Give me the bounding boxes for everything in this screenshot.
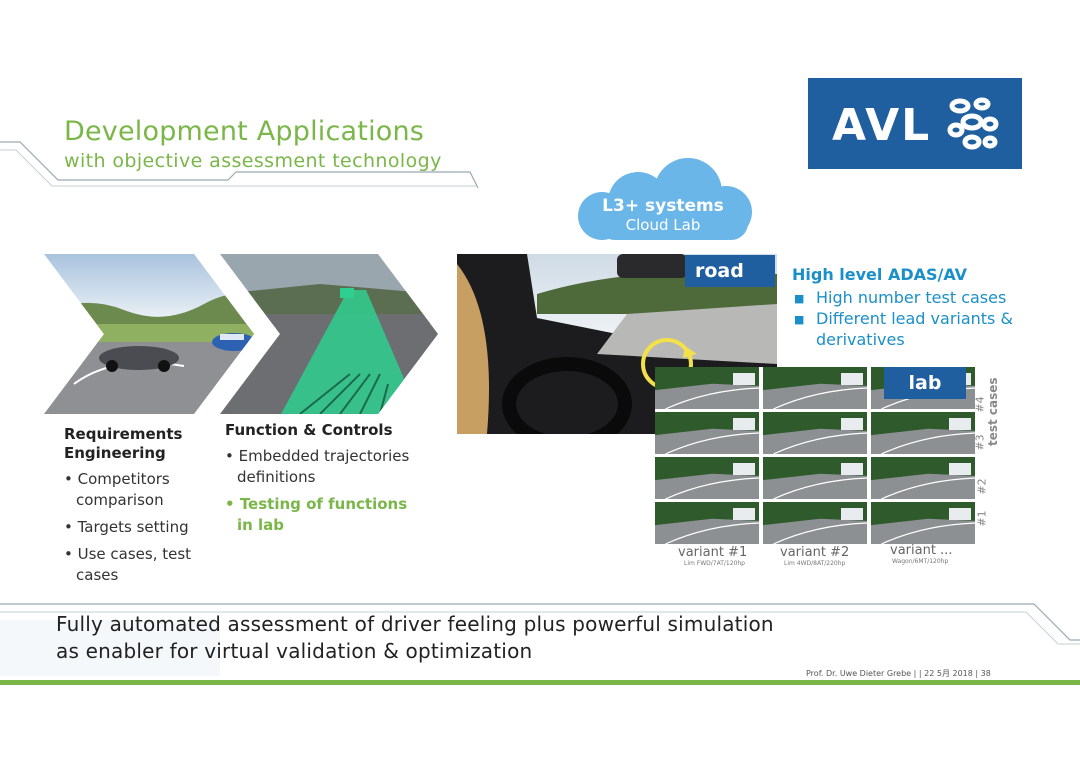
requirements-heading-line2: Engineering bbox=[64, 444, 166, 462]
variant-2-label: variant #2 bbox=[780, 545, 850, 560]
list-item: ■High number test cases bbox=[794, 288, 1007, 307]
simulation-thumbnail bbox=[655, 412, 760, 455]
simulation-thumbnails bbox=[655, 367, 976, 545]
function-controls-heading: Function & Controls bbox=[225, 421, 393, 439]
simulation-thumbnail bbox=[763, 367, 868, 410]
simulation-thumbnail bbox=[871, 457, 976, 500]
bottom-line2: as enabler for virtual validation & opti… bbox=[56, 639, 533, 663]
footer: Prof. Dr. Uwe Dieter Grebe | | 22 5月 201… bbox=[806, 669, 991, 678]
cloud-line1: L3+ systems bbox=[602, 196, 724, 216]
lab-simulation-grid bbox=[655, 367, 976, 545]
variant-3-sub: Wagon/6MT/120hp bbox=[892, 558, 949, 565]
test-case-row-3: #3 bbox=[973, 434, 987, 451]
adas-list: ■High number test cases ■Different lead … bbox=[792, 287, 1072, 350]
list-item: • Targets setting bbox=[64, 518, 189, 536]
requirements-heading-line1: Requirements bbox=[64, 425, 183, 443]
bottom-line1: Fully automated assessment of driver fee… bbox=[56, 612, 774, 636]
function-controls-column: Function & Controls • Embedded trajector… bbox=[225, 421, 445, 536]
avl-symbol-icon bbox=[947, 97, 999, 150]
road-tag: road bbox=[685, 255, 775, 287]
simulation-thumbnail bbox=[763, 502, 868, 545]
list-item: ■Different lead variants &derivatives bbox=[794, 309, 1013, 349]
bottom-statement: Fully automated assessment of driver fee… bbox=[56, 611, 774, 665]
simulation-thumbnail bbox=[655, 502, 760, 545]
variant-3: variant ... Wagon/6MT/120hp bbox=[890, 543, 980, 565]
slide-subtitle: with objective assessment technology bbox=[64, 150, 442, 172]
simulation-thumbnail bbox=[763, 412, 868, 455]
variant-2-sub: Lim 4WD/8AT/220hp bbox=[784, 560, 846, 567]
avl-logo: AVL bbox=[808, 78, 1022, 169]
variant-1: variant #1 Lim FWD/7AT/120hp bbox=[678, 545, 768, 567]
test-cases-label: test cases bbox=[986, 377, 1000, 446]
cloud-line2: Cloud Lab bbox=[625, 216, 701, 234]
adas-title: High level ADAS/AV bbox=[792, 265, 968, 284]
variant-1-sub: Lim FWD/7AT/120hp bbox=[684, 560, 745, 567]
cloud-label: L3+ systems Cloud Lab bbox=[572, 196, 754, 234]
simulation-thumbnail bbox=[871, 502, 976, 545]
variant-2: variant #2 Lim 4WD/8AT/220hp bbox=[780, 545, 870, 567]
simulation-thumbnail bbox=[871, 412, 976, 455]
simulation-thumbnail bbox=[655, 367, 760, 410]
test-case-row-1: #1 bbox=[975, 510, 989, 527]
cloud-shape bbox=[578, 158, 752, 240]
slide-title: Development Applications bbox=[64, 116, 425, 147]
test-case-row-4: #4 bbox=[973, 396, 987, 413]
simulation-thumbnail bbox=[763, 457, 868, 500]
function-controls-image bbox=[220, 254, 438, 414]
variant-3-label: variant ... bbox=[890, 543, 953, 558]
requirements-image bbox=[44, 254, 254, 414]
test-case-row-2: #2 bbox=[975, 478, 989, 495]
logo-text: AVL bbox=[832, 100, 932, 151]
requirements-heading: Requirements Engineering bbox=[64, 425, 224, 463]
lab-tag: lab bbox=[884, 367, 966, 399]
simulation-thumbnail bbox=[655, 457, 760, 500]
variant-1-label: variant #1 bbox=[678, 545, 748, 560]
